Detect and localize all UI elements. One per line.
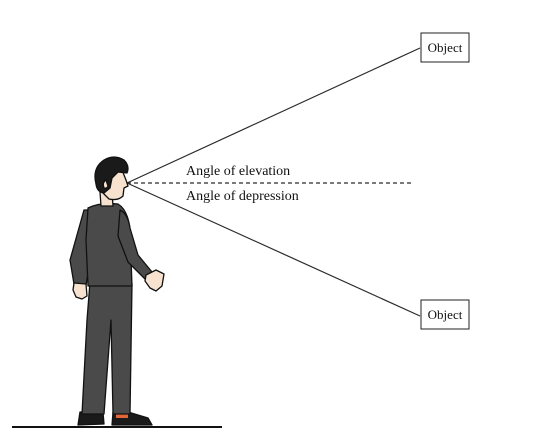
person-standing-icon bbox=[69, 156, 165, 426]
left-hand bbox=[72, 282, 88, 300]
angle-of-depression-label: Angle of depression bbox=[186, 189, 299, 204]
right-hand bbox=[144, 269, 165, 292]
right-arm bbox=[117, 209, 153, 281]
trousers bbox=[81, 281, 133, 415]
upper-object-box: Object bbox=[420, 32, 470, 63]
ear bbox=[102, 179, 109, 189]
upper-object-label: Object bbox=[428, 40, 463, 55]
elevation-line bbox=[126, 47, 421, 184]
lower-object-label: Object bbox=[428, 307, 463, 322]
lower-object-box: Object bbox=[420, 299, 470, 330]
depression-line bbox=[126, 182, 421, 317]
angle-of-elevation-label: Angle of elevation bbox=[186, 164, 290, 179]
